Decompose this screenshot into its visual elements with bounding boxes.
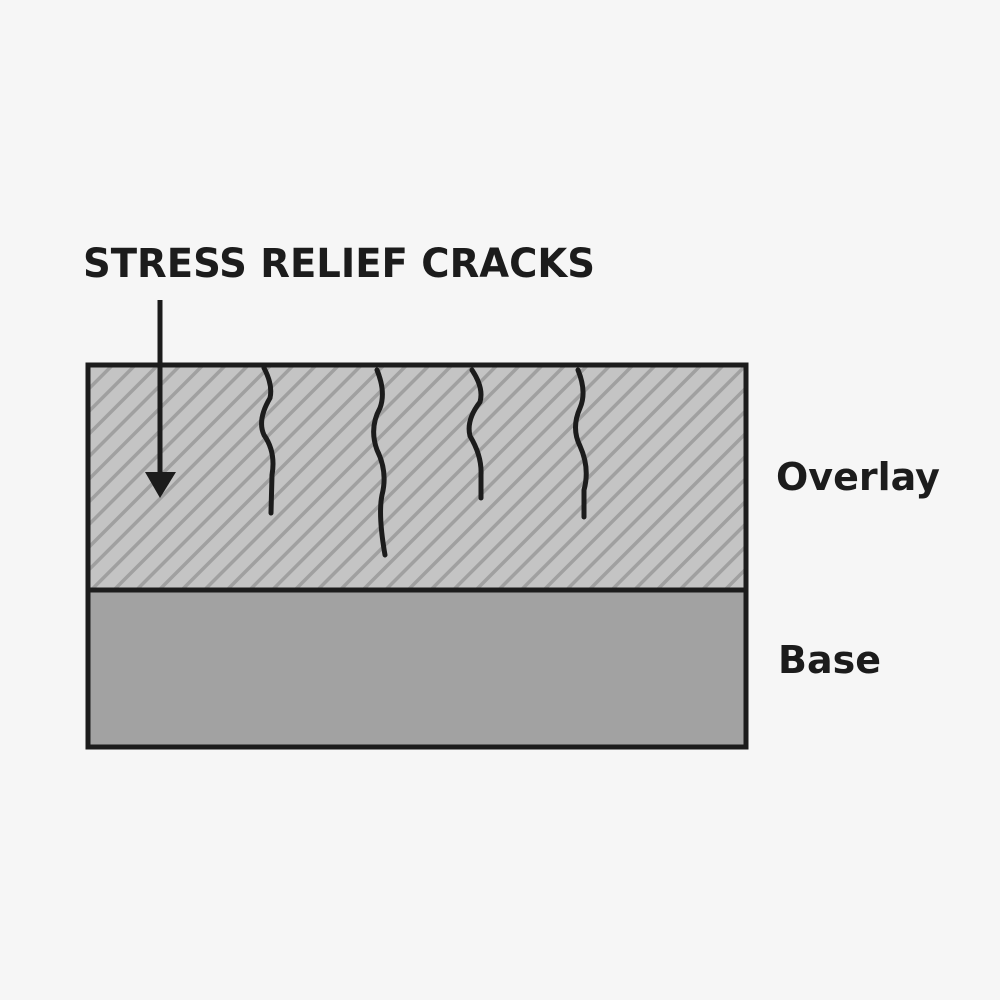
section-outline (85, 362, 749, 750)
crack-3 (466, 367, 484, 501)
base-label: Base (778, 638, 881, 682)
base-layer (88, 590, 746, 747)
overlay-layer (88, 365, 746, 590)
crack-4 (573, 367, 589, 520)
crack-1 (259, 365, 276, 516)
overlay-label: Overlay (776, 455, 940, 499)
crack-2 (371, 367, 388, 558)
arrow-down-icon (145, 300, 176, 498)
title-label: STRESS RELIEF CRACKS (83, 241, 595, 287)
